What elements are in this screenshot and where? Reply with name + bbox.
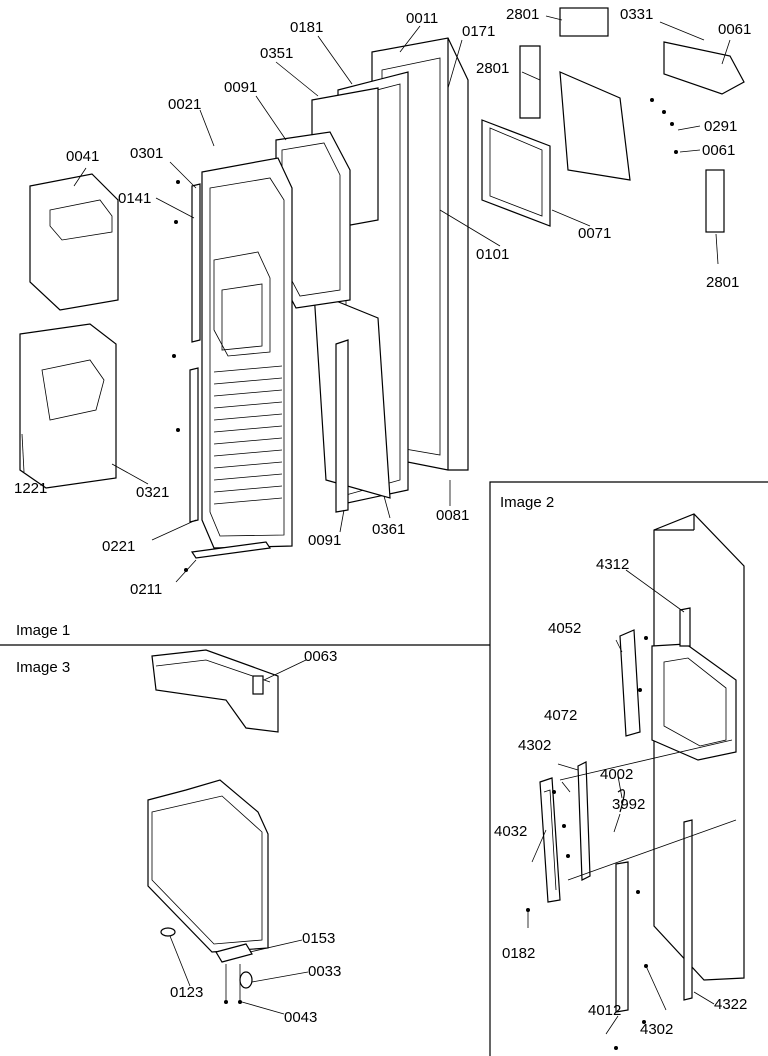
image1-caption: Image 1 — [16, 622, 71, 639]
callout-label: 2801 — [506, 6, 540, 23]
callout-label: 0141 — [118, 190, 152, 207]
image3-drawing — [147, 649, 309, 1015]
callout-label: 4302 — [518, 737, 552, 754]
callout-label: 0351 — [260, 45, 294, 62]
image2-drawing — [526, 513, 745, 1050]
callout-label: 2801 — [476, 60, 510, 77]
callout-label: 4012 — [588, 1002, 622, 1019]
callout-label: 0171 — [462, 23, 496, 40]
callout-label: 0361 — [372, 521, 406, 538]
callout-label: 0321 — [136, 484, 170, 501]
callout-label: 0301 — [130, 145, 164, 162]
callout-label: 0153 — [302, 930, 336, 947]
callout-label: 4312 — [596, 556, 630, 573]
callout-label: 0211 — [130, 581, 163, 598]
callout-label: 0041 — [66, 148, 100, 165]
callout-label: 3992 — [612, 796, 646, 813]
callout-label: 0081 — [436, 507, 470, 524]
section-dividers — [0, 481, 768, 1056]
callout-label: 0091 — [224, 79, 258, 96]
callout-label: 0033 — [308, 963, 342, 980]
callout-label: 0331 — [620, 6, 654, 23]
callout-label: 0071 — [578, 225, 612, 242]
callout-label: 0221 — [102, 538, 136, 555]
callout-label: 0043 — [284, 1009, 318, 1026]
callout-label: 0063 — [304, 648, 338, 665]
callout-label: 2801 — [706, 274, 740, 291]
image3-caption: Image 3 — [16, 659, 71, 676]
callout-label: 0291 — [704, 118, 738, 135]
callout-label: 4072 — [544, 707, 578, 724]
callout-label: 4002 — [600, 766, 634, 783]
callout-label: 4302 — [640, 1021, 674, 1038]
image2-caption: Image 2 — [500, 494, 555, 511]
callout-label: 4052 — [548, 620, 582, 637]
callout-label: 0011 — [406, 10, 439, 27]
image1-drawing — [19, 7, 745, 583]
callout-label: 0123 — [170, 984, 204, 1001]
callout-label: 0091 — [308, 532, 342, 549]
callout-label: 0061 — [702, 142, 736, 159]
callout-label: 4032 — [494, 823, 528, 840]
callout-label: 4322 — [714, 996, 748, 1013]
callout-label: 0101 — [476, 246, 510, 263]
callout-label: 0181 — [290, 19, 324, 36]
callout-label: 1221 — [14, 480, 48, 497]
callout-label: 0061 — [718, 21, 752, 38]
callout-label: 0182 — [502, 945, 536, 962]
callout-label: 0021 — [168, 96, 202, 113]
